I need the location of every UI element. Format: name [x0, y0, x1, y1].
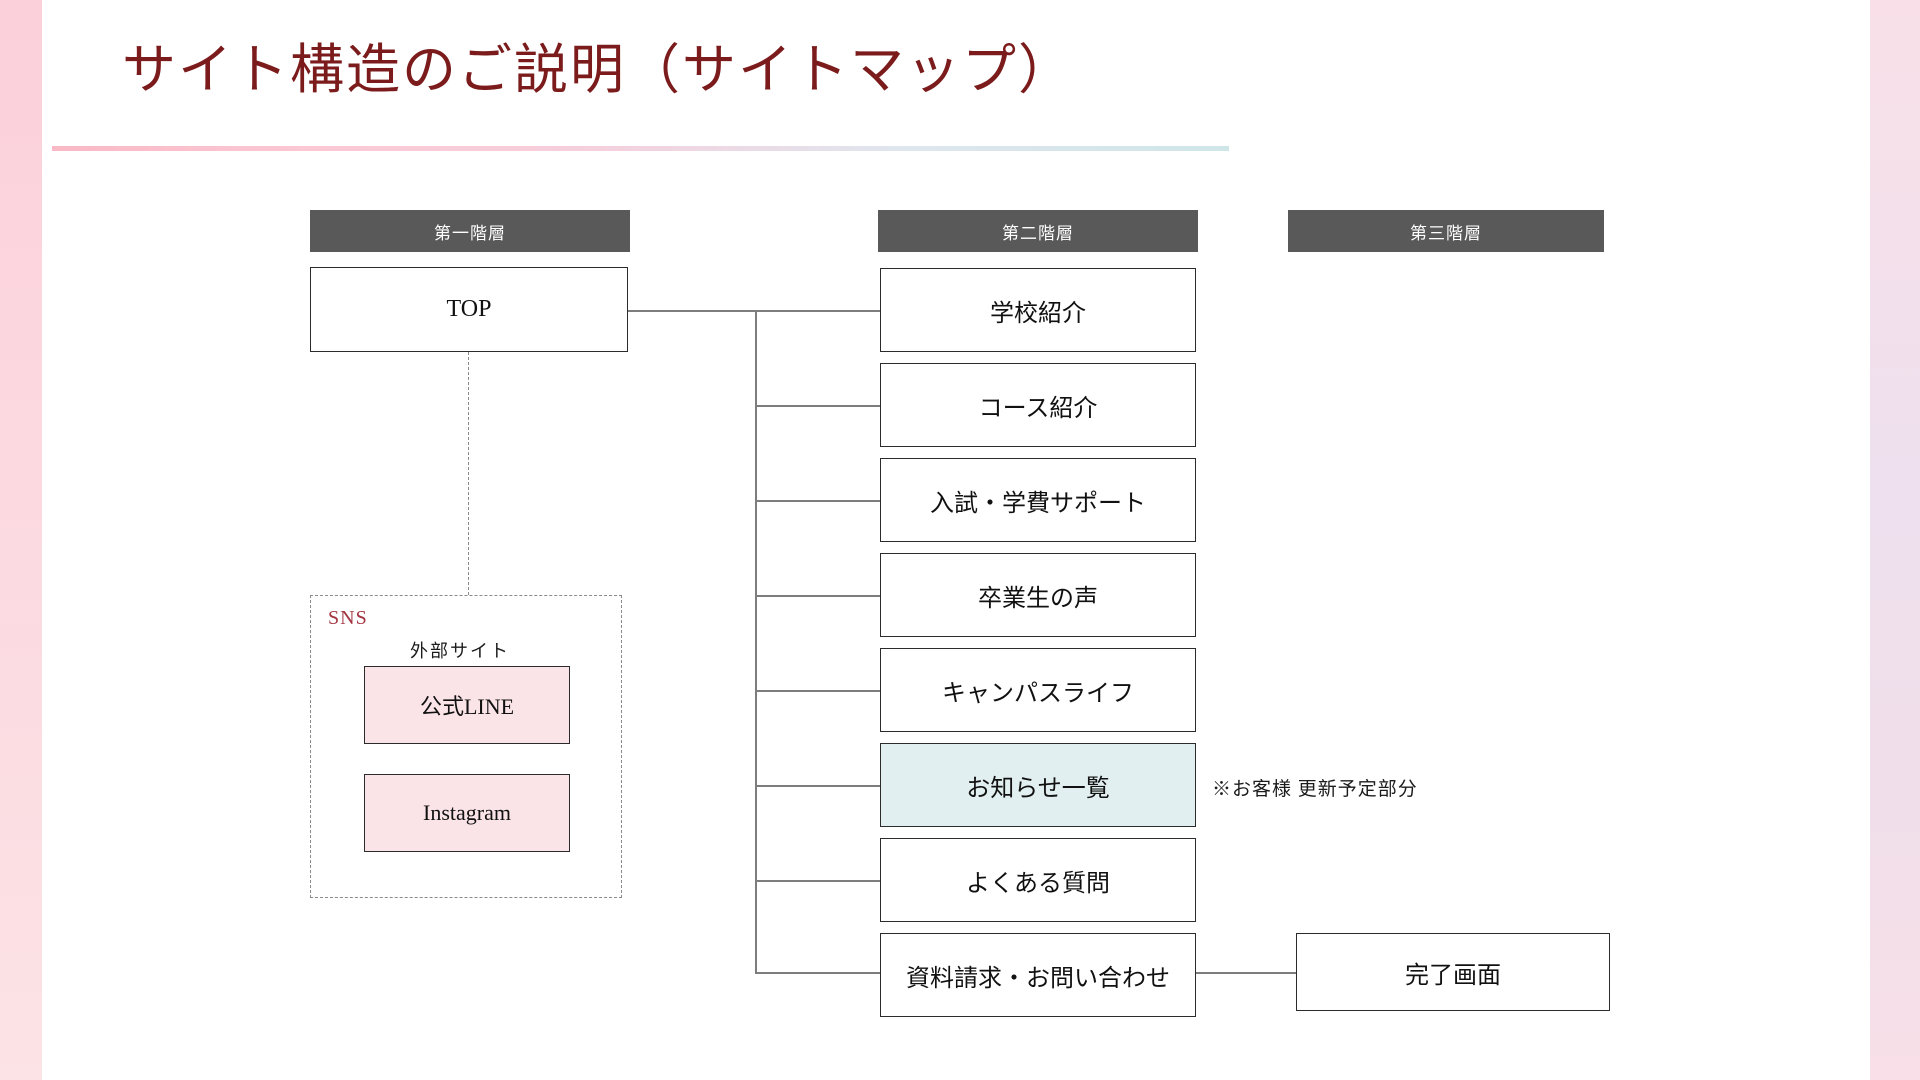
node-alumni-voices[interactable]: 卒業生の声	[880, 553, 1196, 637]
node-faq[interactable]: よくある質問	[880, 838, 1196, 922]
node-top[interactable]: TOP	[310, 267, 628, 352]
node-course-intro[interactable]: コース紹介	[880, 363, 1196, 447]
node-complete-screen-label: 完了画面	[1405, 962, 1501, 989]
node-instagram-label: Instagram	[423, 800, 511, 825]
connector-stub-6	[755, 785, 880, 787]
column-header-level1-label: 第一階層	[434, 223, 506, 243]
title-underline-rule	[52, 146, 1229, 151]
node-faq-label: よくある質問	[966, 870, 1110, 897]
node-course-intro-label: コース紹介	[978, 395, 1098, 422]
node-campus-life[interactable]: キャンパスライフ	[880, 648, 1196, 732]
column-header-level1: 第一階層	[310, 210, 630, 252]
connector-level2-trunk	[755, 310, 757, 973]
connector-top-to-trunk	[628, 310, 756, 312]
node-school-intro[interactable]: 学校紹介	[880, 268, 1196, 352]
connector-stub-2	[755, 405, 880, 407]
node-alumni-voices-label: 卒業生の声	[978, 585, 1098, 612]
column-header-level3: 第三階層	[1288, 210, 1604, 252]
sns-group-label: SNS	[328, 607, 368, 629]
sns-group-container	[310, 595, 622, 898]
page-title: サイト構造のご説明（サイトマップ）	[122, 40, 1074, 100]
external-site-label: 外部サイト	[410, 641, 510, 661]
node-news-list[interactable]: お知らせ一覧	[880, 743, 1196, 827]
node-news-list-label: お知らせ一覧	[966, 775, 1110, 802]
node-inquiry[interactable]: 資料請求・お問い合わせ	[880, 933, 1196, 1017]
connector-stub-1	[755, 310, 880, 312]
node-campus-life-label: キャンパスライフ	[942, 680, 1134, 707]
connector-stub-4	[755, 595, 880, 597]
node-school-intro-label: 学校紹介	[990, 300, 1086, 327]
left-gradient-strip	[0, 0, 42, 1080]
node-instagram[interactable]: Instagram	[364, 774, 570, 852]
node-top-label: TOP	[446, 296, 492, 322]
node-official-line[interactable]: 公式LINE	[364, 666, 570, 744]
column-header-level3-label: 第三階層	[1410, 223, 1482, 243]
connector-stub-8	[755, 972, 880, 974]
connector-stub-5	[755, 690, 880, 692]
node-admission-support-label: 入試・学費サポート	[930, 490, 1146, 517]
node-admission-support[interactable]: 入試・学費サポート	[880, 458, 1196, 542]
column-header-level2-label: 第二階層	[1002, 223, 1074, 243]
connector-stub-3	[755, 500, 880, 502]
connector-top-to-sns-dashed	[468, 352, 469, 595]
node-complete-screen[interactable]: 完了画面	[1296, 933, 1610, 1011]
node-official-line-label: 公式LINE	[419, 694, 515, 719]
update-note-annotation: ※お客様 更新予定部分	[1212, 779, 1418, 800]
column-header-level2: 第二階層	[878, 210, 1198, 252]
right-gradient-strip	[1870, 0, 1920, 1080]
connector-stub-7	[755, 880, 880, 882]
connector-inquiry-to-complete	[1196, 972, 1296, 974]
node-inquiry-label: 資料請求・お問い合わせ	[906, 965, 1170, 992]
